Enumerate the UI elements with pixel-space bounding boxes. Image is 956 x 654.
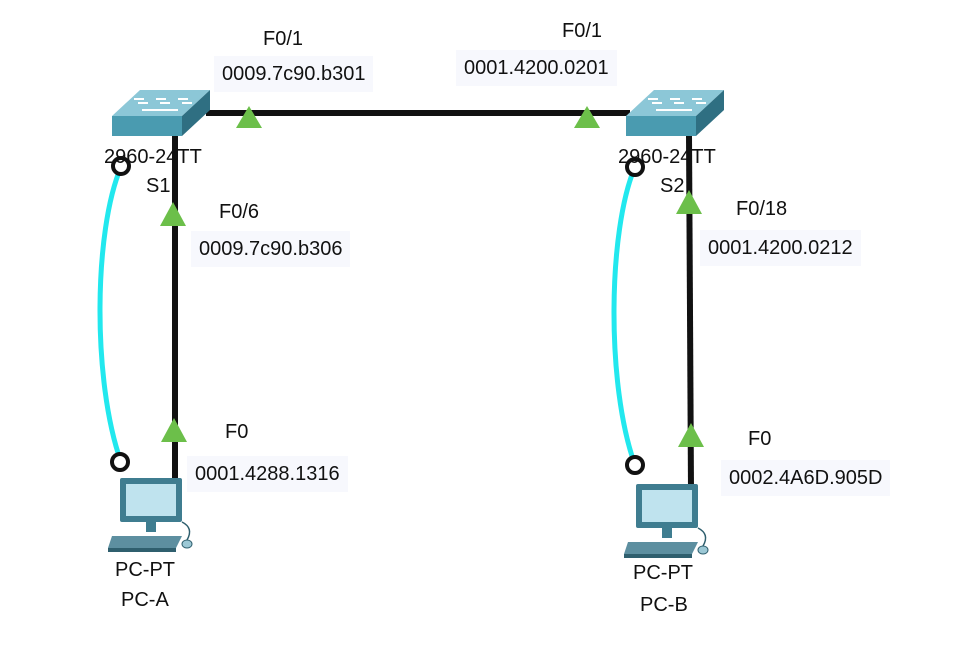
device-name-pc-b: PC-B <box>640 594 688 616</box>
link-up-triangle-s2-f018 <box>676 190 702 214</box>
link-up-triangle-s2-f01 <box>574 106 600 128</box>
device-name-s1: S1 <box>146 175 171 197</box>
device-model-s1: 2960-24TT <box>104 146 202 168</box>
pc-icon[interactable] <box>624 484 709 558</box>
mac-label-pc-b-f0: 0002.4A6D.905D <box>721 460 891 496</box>
port-label-s1-f06: F0/6 <box>219 201 260 223</box>
device-model-pc-a: PC-PT <box>115 559 175 581</box>
mac-label-s2-f018: 0001.4200.0212 <box>700 230 861 266</box>
device-model-pc-b: PC-PT <box>633 562 693 584</box>
port-label-pc-a-f0: F0 <box>225 421 249 443</box>
switch-icon[interactable] <box>112 90 210 136</box>
link-up-triangle-pc-a-f0 <box>161 418 187 442</box>
port-label-s1-f01: F0/1 <box>263 28 304 50</box>
console-cable-s1-pc-a[interactable] <box>97 166 124 463</box>
console-cable-s2-pc-b[interactable] <box>611 166 638 466</box>
switch-icon[interactable] <box>626 90 724 136</box>
pc-icon[interactable] <box>108 478 193 552</box>
mac-label-s2-f01: 0001.4200.0201 <box>456 50 617 86</box>
port-label-pc-b-f0: F0 <box>748 428 772 450</box>
port-label-s2-f01: F0/1 <box>562 20 603 42</box>
device-name-s2: S2 <box>660 175 685 197</box>
device-name-pc-a: PC-A <box>121 589 169 611</box>
console-port-circle <box>110 452 130 472</box>
mac-label-s1-f06: 0009.7c90.b306 <box>191 231 351 267</box>
link-up-triangle-s1-f01 <box>236 106 262 128</box>
link-up-triangle-s1-f06 <box>160 202 186 226</box>
mac-label-s1-f01: 0009.7c90.b301 <box>214 56 374 92</box>
link-up-triangle-pc-b-f0 <box>678 423 704 447</box>
console-port-circle <box>625 157 645 177</box>
port-label-s2-f018: F0/18 <box>736 198 788 220</box>
device-model-s2: 2960-24TT <box>618 146 716 168</box>
mac-label-pc-a-f0: 0001.4288.1316 <box>187 456 348 492</box>
console-port-circle <box>625 455 645 475</box>
console-port-circle <box>111 156 131 176</box>
